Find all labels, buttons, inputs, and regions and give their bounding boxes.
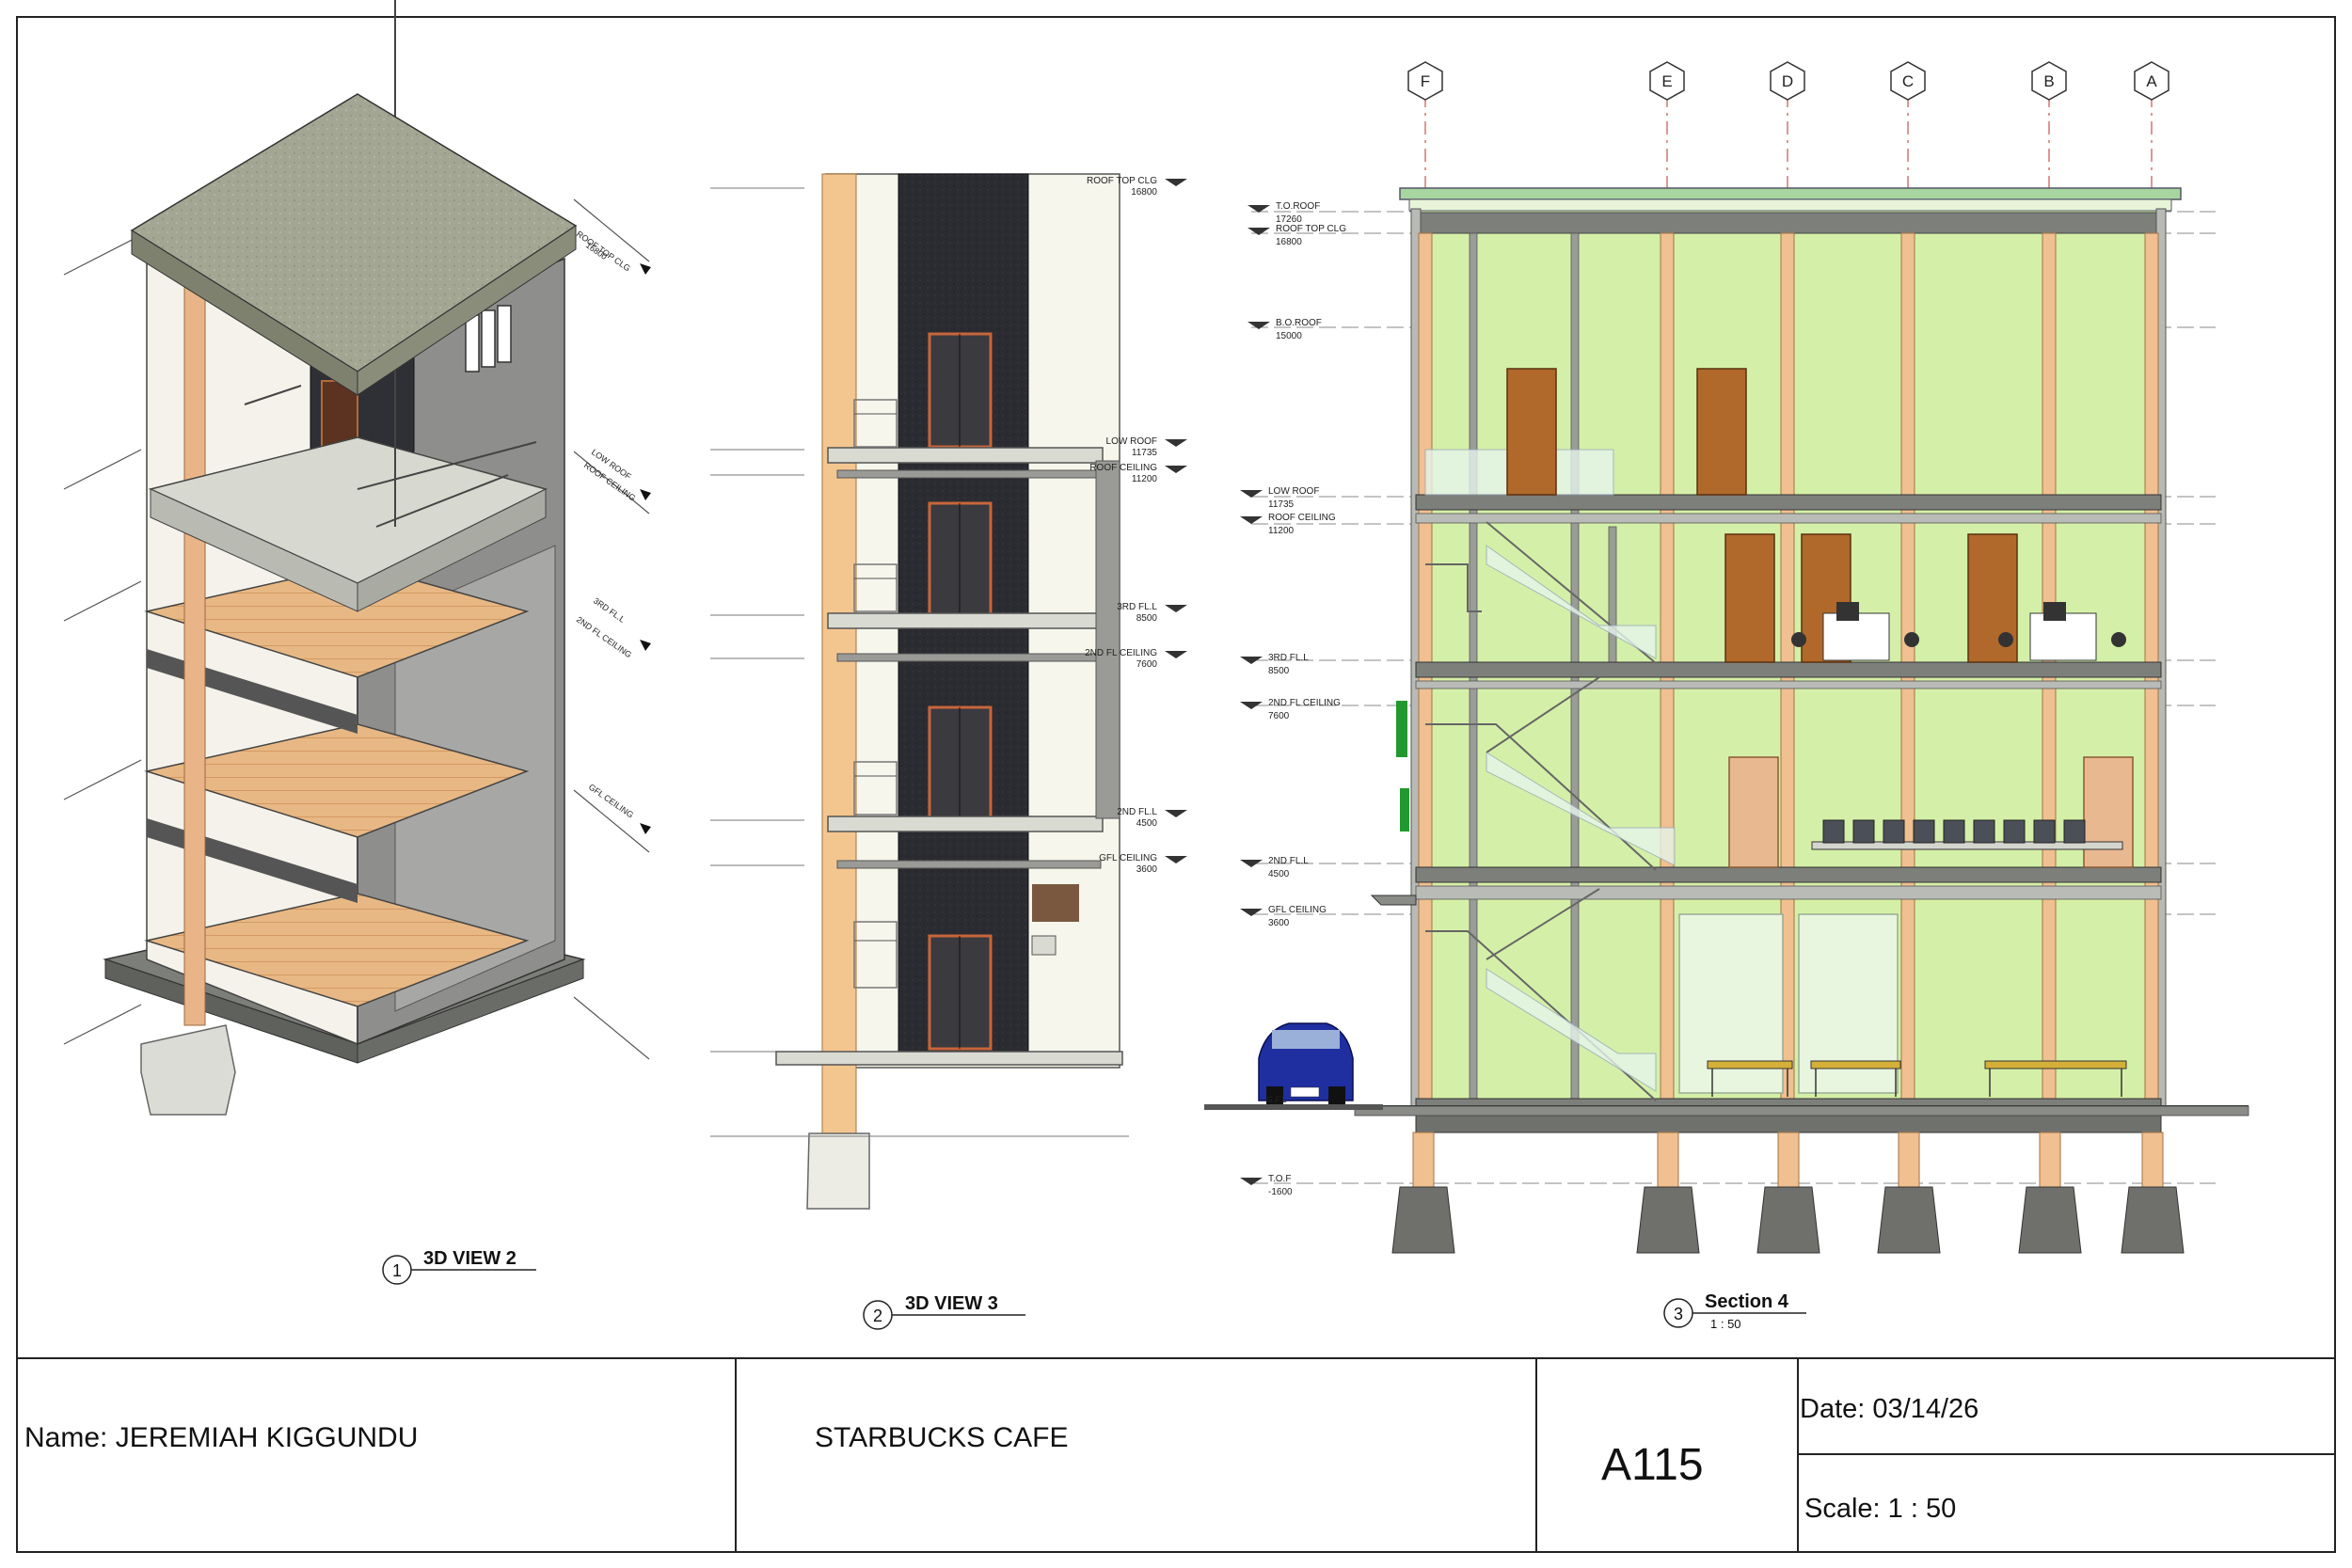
svg-text:2ND FL.L: 2ND FL.L bbox=[1117, 807, 1157, 817]
svg-text:2ND FL CEILING: 2ND FL CEILING bbox=[1268, 698, 1341, 708]
svg-text:8500: 8500 bbox=[1268, 666, 1290, 676]
view-title-3: 3 Section 4 1 : 50 bbox=[1663, 1291, 1806, 1331]
project-name: STARBUCKS CAFE bbox=[815, 1422, 1069, 1453]
svg-text:11735: 11735 bbox=[1132, 448, 1158, 458]
view-section-4: F E D C B A bbox=[1204, 61, 2249, 1254]
sheet-scale: Scale: 1 : 50 bbox=[1804, 1494, 1957, 1524]
designer-name: Name: JEREMIAH KIGGUNDU bbox=[24, 1422, 419, 1453]
svg-text:ROOF CEILING: ROOF CEILING bbox=[1268, 513, 1336, 523]
svg-text:3RD FL.L: 3RD FL.L bbox=[1117, 602, 1157, 612]
svg-text:16800: 16800 bbox=[1276, 237, 1302, 247]
svg-text:7600: 7600 bbox=[1136, 659, 1158, 670]
svg-text:ROOF TOP CLG: ROOF TOP CLG bbox=[1087, 176, 1157, 186]
svg-text:7600: 7600 bbox=[1268, 711, 1290, 721]
svg-text:2ND FL CEILING: 2ND FL CEILING bbox=[575, 614, 633, 659]
grid-label-b: B bbox=[2043, 72, 2054, 90]
grid-label-f: F bbox=[1421, 72, 1430, 90]
svg-text:3: 3 bbox=[1674, 1305, 1683, 1323]
svg-text:2: 2 bbox=[873, 1307, 882, 1325]
view-title-1: 1 3D VIEW 2 bbox=[382, 1248, 536, 1285]
svg-text:B.O.ROOF: B.O.ROOF bbox=[1276, 318, 1322, 328]
view-3d-view-3: ROOF TOP CLG 16800 LOW ROOF 11735 ROOF C… bbox=[710, 173, 1187, 1210]
svg-text:1: 1 bbox=[392, 1261, 402, 1280]
svg-text:3D VIEW 2: 3D VIEW 2 bbox=[423, 1248, 516, 1269]
svg-text:4500: 4500 bbox=[1268, 869, 1290, 879]
view-title-2: 2 3D VIEW 3 bbox=[863, 1293, 1025, 1330]
svg-text:T.O.ROOF: T.O.ROOF bbox=[1276, 201, 1320, 212]
sheet-number: A115 bbox=[1601, 1440, 1704, 1490]
svg-text:16800: 16800 bbox=[1131, 187, 1157, 198]
svg-text:T.O.F: T.O.F bbox=[1268, 1174, 1291, 1184]
car: G.F.L bbox=[1258, 1022, 1354, 1107]
svg-text:3600: 3600 bbox=[1136, 864, 1158, 875]
svg-text:GFL CEILING: GFL CEILING bbox=[587, 782, 635, 819]
svg-text:8500: 8500 bbox=[1136, 613, 1158, 624]
svg-text:LOW ROOF: LOW ROOF bbox=[1106, 436, 1157, 447]
svg-text:Section 4: Section 4 bbox=[1705, 1291, 1789, 1312]
svg-text:17260: 17260 bbox=[1276, 214, 1302, 225]
grid-label-c: C bbox=[1902, 72, 1914, 90]
grid-label-d: D bbox=[1782, 72, 1793, 90]
svg-text:11200: 11200 bbox=[1268, 526, 1295, 536]
view-3d-view-2: ROOF TOP CLG 16800 LOW ROOF ROOF CEILING… bbox=[63, 0, 651, 1116]
svg-text:15000: 15000 bbox=[1276, 331, 1302, 341]
svg-text:1 : 50: 1 : 50 bbox=[1710, 1317, 1741, 1331]
svg-text:4500: 4500 bbox=[1136, 818, 1158, 829]
svg-text:3600: 3600 bbox=[1268, 918, 1290, 928]
svg-text:ROOF CEILING: ROOF CEILING bbox=[1089, 463, 1157, 473]
svg-text:2ND FL CEILING: 2ND FL CEILING bbox=[1085, 648, 1157, 658]
svg-text:GFL CEILING: GFL CEILING bbox=[1099, 853, 1157, 863]
sheet-border bbox=[16, 16, 2336, 1553]
svg-text:3RD FL.L: 3RD FL.L bbox=[1268, 653, 1309, 663]
svg-text:3RD FL.L: 3RD FL.L bbox=[592, 595, 627, 624]
sheet-date: Date: 03/14/26 bbox=[1800, 1394, 1979, 1424]
svg-text:11735: 11735 bbox=[1268, 499, 1295, 510]
svg-text:11200: 11200 bbox=[1132, 474, 1158, 484]
svg-text:2ND FL.L: 2ND FL.L bbox=[1268, 856, 1309, 866]
ground-floor-tag: G.F.L bbox=[1266, 1095, 1287, 1104]
svg-text:GFL CEILING: GFL CEILING bbox=[1268, 905, 1327, 915]
grid-label-e: E bbox=[1661, 72, 1672, 90]
grid-bubbles bbox=[1407, 61, 2169, 101]
grid-label-a: A bbox=[2146, 72, 2157, 90]
svg-text:ROOF TOP CLG: ROOF TOP CLG bbox=[1276, 224, 1346, 234]
svg-text:-1600: -1600 bbox=[1268, 1187, 1293, 1197]
svg-text:3D VIEW 3: 3D VIEW 3 bbox=[905, 1293, 998, 1314]
svg-text:LOW ROOF: LOW ROOF bbox=[1268, 486, 1319, 497]
